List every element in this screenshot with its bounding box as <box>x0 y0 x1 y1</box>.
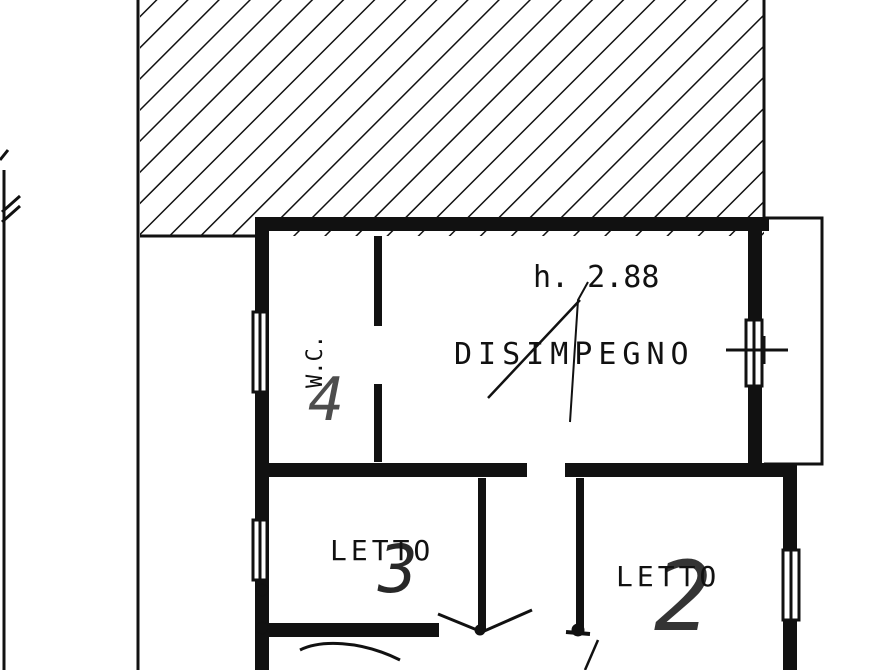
bedroom-right-room-number: 2 <box>654 541 712 653</box>
partitions <box>374 236 584 632</box>
wc-room-number: 4 <box>308 365 344 435</box>
outline-lines <box>0 0 824 670</box>
hallway-height-label: h. 2.88 <box>533 260 659 295</box>
hallway-room-name: DISIMPEGNO <box>454 337 695 372</box>
hatched-area <box>140 0 764 236</box>
windows <box>251 310 801 622</box>
bedroom-left-room-name: LETTO <box>330 534 434 567</box>
annotation-marks <box>255 281 788 670</box>
wc-room-name: W.C. <box>303 335 328 388</box>
bedroom-right-room-name: LETTO <box>616 560 720 593</box>
bedroom-left-room-number: 3 <box>377 531 418 608</box>
